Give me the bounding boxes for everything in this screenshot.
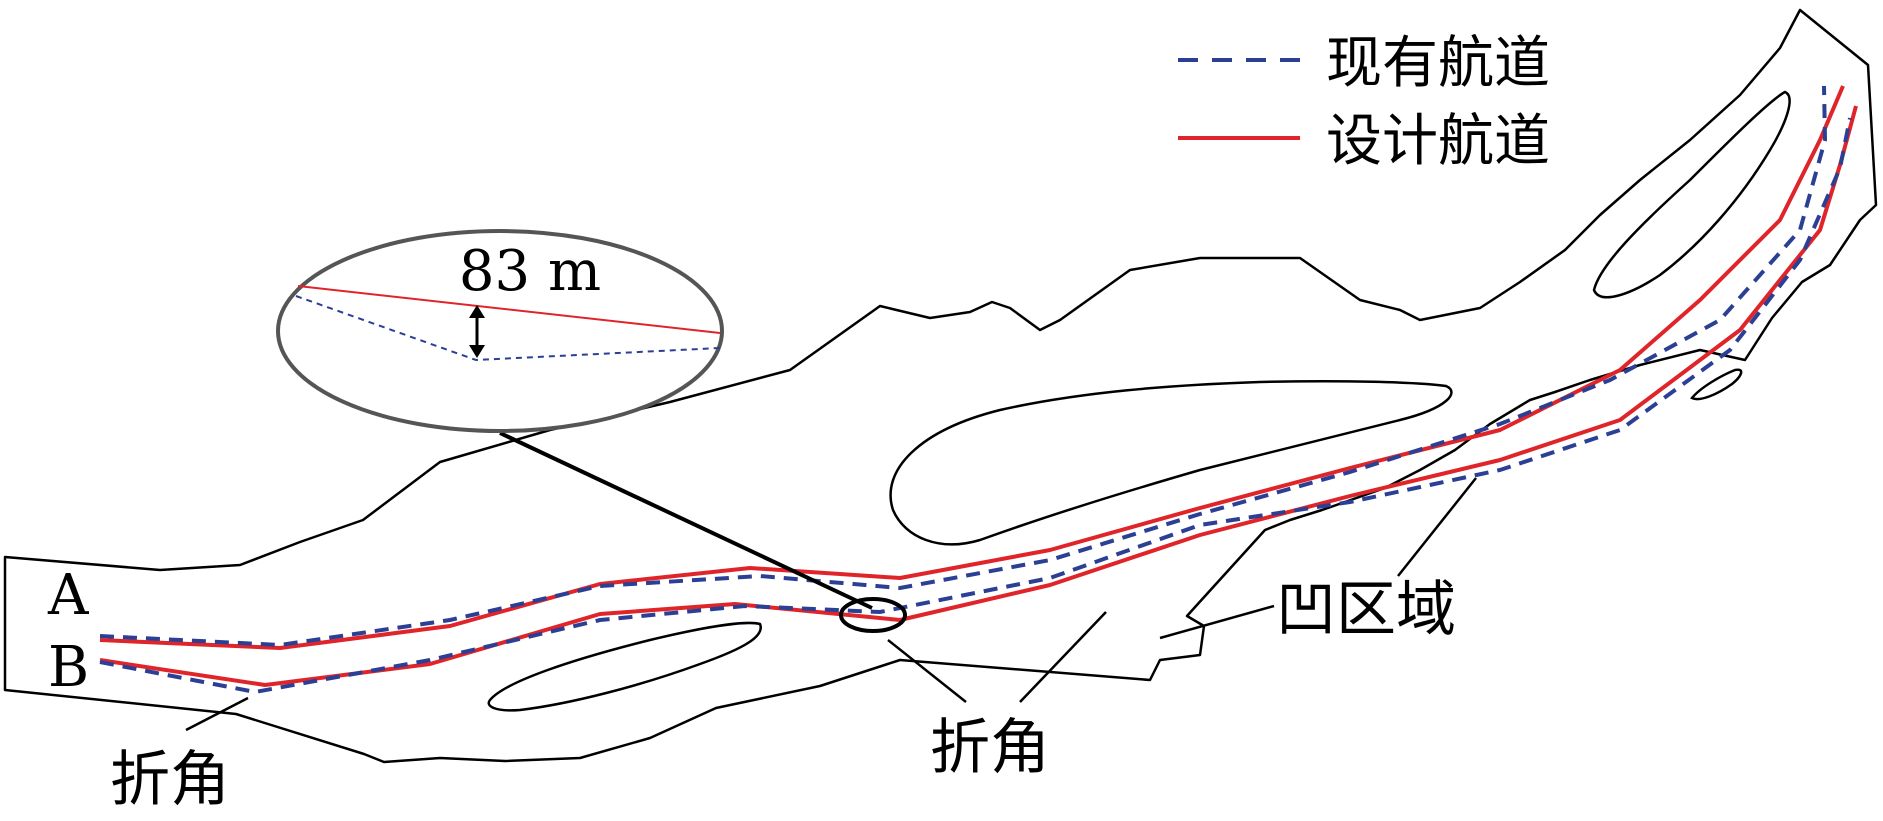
offset-arrow-up-icon xyxy=(469,305,485,318)
river-bank-outline xyxy=(3,8,1878,764)
offset-arrow-down-icon xyxy=(469,345,485,358)
legend: 现有航道 设计航道 xyxy=(1178,31,1550,174)
island-upper-right xyxy=(1592,90,1791,299)
bend-marker-ellipse xyxy=(839,597,907,633)
bend-center-leader-2 xyxy=(1019,611,1107,703)
island-small-right xyxy=(1690,368,1743,401)
island-left xyxy=(487,621,762,712)
magnifier-inset: 83 m xyxy=(276,229,724,433)
offset-distance-label: 83 m xyxy=(459,239,601,304)
bend-center-label: 折角 xyxy=(930,713,1050,783)
concave-region-leader-2 xyxy=(1397,477,1477,577)
existing-channel-line-a xyxy=(99,85,1828,648)
island-large xyxy=(889,379,1453,546)
design-channel-line-a xyxy=(99,85,1845,650)
magnifier-leader-line xyxy=(499,431,873,610)
inset-design-line xyxy=(297,285,721,334)
concave-region-label: 凹区域 xyxy=(1276,575,1456,645)
bend-left-leader xyxy=(185,696,249,732)
line-a-label: A xyxy=(47,563,89,628)
bend-center-leader-1 xyxy=(887,639,967,703)
legend-existing-label: 现有航道 xyxy=(1326,31,1550,96)
line-b-label: B xyxy=(48,635,89,700)
inset-existing-line xyxy=(295,295,721,362)
concave-region-leader-1 xyxy=(1159,604,1275,640)
bend-left-label: 折角 xyxy=(110,745,230,815)
magnifier-ellipse xyxy=(276,229,724,433)
existing-channel-line-b xyxy=(99,117,1852,695)
legend-design-label: 设计航道 xyxy=(1326,109,1550,174)
